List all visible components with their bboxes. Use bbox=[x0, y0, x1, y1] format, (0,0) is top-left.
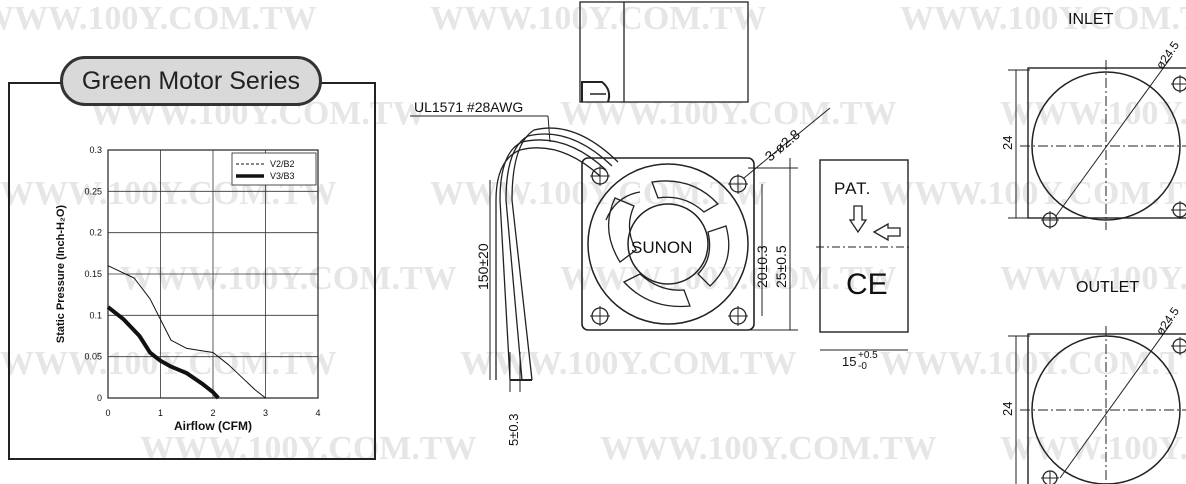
hole-dim: 3-ø2.8 bbox=[762, 126, 803, 164]
fan-size-dim: 25±0.5 bbox=[773, 245, 789, 288]
y-tick-label: 0 bbox=[97, 393, 102, 403]
x-tick-label: 4 bbox=[315, 408, 320, 418]
thickness-tol-upper: +0.5 bbox=[858, 350, 878, 361]
inlet-dia-dim: ø24.5 bbox=[1153, 38, 1182, 71]
outlet-dia-dim: ø24.5 bbox=[1153, 304, 1182, 337]
inlet-circle bbox=[1031, 71, 1181, 221]
fan-hub bbox=[627, 203, 709, 285]
y-axis-label: Static Pressure (Inch-H₂O) bbox=[55, 205, 67, 343]
outlet-label: OUTLET bbox=[1076, 279, 1139, 296]
airflow-arrow-icon bbox=[848, 205, 901, 242]
connector-detail bbox=[581, 81, 611, 103]
inlet-dia-leader bbox=[1055, 55, 1173, 217]
outlet-dia-leader bbox=[1059, 321, 1173, 479]
y-tick-label: 0.1 bbox=[89, 310, 102, 320]
legend-box bbox=[231, 152, 317, 186]
strip-length-dim: 5±0.3 bbox=[506, 414, 521, 446]
inlet-hole-br bbox=[1171, 201, 1186, 219]
pat-label: PAT. bbox=[834, 179, 871, 198]
inlet-label: INLET bbox=[1068, 11, 1114, 28]
legend-label: V3/B3 bbox=[270, 171, 295, 181]
lead-wire-2 bbox=[499, 139, 607, 381]
y-tick-label: 0.25 bbox=[84, 186, 102, 196]
series-line-v3-b3 bbox=[106, 305, 220, 400]
lead-length-dim: 150±20 bbox=[475, 243, 491, 290]
x-tick-label: 0 bbox=[105, 408, 110, 418]
x-tick-label: 1 bbox=[158, 408, 163, 418]
outlet-dim: 24 bbox=[1000, 402, 1015, 416]
wire-spec-leader bbox=[547, 115, 551, 143]
ce-mark: CE bbox=[846, 268, 888, 301]
wire-spec-label: UL1571 #28AWG bbox=[414, 99, 523, 115]
fan-brand: SUNON bbox=[631, 238, 692, 257]
x-tick-label: 3 bbox=[263, 408, 268, 418]
hole-dim-leader bbox=[743, 139, 791, 179]
series-title-badge: Green Motor Series bbox=[60, 56, 322, 106]
outlet-outline bbox=[1027, 333, 1186, 484]
y-tick-label: 0.15 bbox=[84, 269, 102, 279]
thickness-dim: 15 bbox=[842, 354, 856, 369]
connector-outline bbox=[579, 1, 749, 103]
lead-wire-3 bbox=[505, 133, 613, 381]
inlet-dim: 24 bbox=[1000, 136, 1015, 150]
fan-shroud bbox=[587, 163, 749, 325]
inlet-hole-bl bbox=[1041, 211, 1059, 229]
inlet-outline bbox=[1027, 67, 1186, 219]
hole-dim-underline bbox=[785, 107, 831, 145]
fan-blades bbox=[605, 180, 730, 308]
lead-wire-1 bbox=[495, 147, 601, 380]
hole-pitch-dim: 20±0.3 bbox=[754, 245, 770, 288]
series-line-v2-b2 bbox=[107, 265, 266, 399]
outlet-hole-tr bbox=[1171, 337, 1186, 355]
mounting-hole-tr bbox=[728, 174, 748, 194]
y-tick-label: 0.2 bbox=[89, 228, 102, 238]
fan-frame bbox=[581, 157, 755, 331]
mounting-hole-bl bbox=[590, 306, 610, 326]
inlet-hole-tr bbox=[1171, 75, 1186, 93]
legend-label: V2/B2 bbox=[270, 159, 295, 169]
y-tick-label: 0.3 bbox=[89, 145, 102, 155]
series-title: Green Motor Series bbox=[81, 66, 301, 95]
side-view-outline bbox=[819, 159, 909, 333]
lead-wire-4 bbox=[511, 127, 619, 381]
y-tick-label: 0.05 bbox=[84, 352, 102, 362]
outlet-hole-bl bbox=[1041, 470, 1059, 484]
x-axis-label: Airflow (CFM) bbox=[174, 419, 252, 433]
x-tick-label: 2 bbox=[210, 408, 215, 418]
mounting-hole-br bbox=[728, 306, 748, 326]
thickness-tol-lower: -0 bbox=[858, 361, 867, 372]
mounting-hole-tl bbox=[590, 166, 610, 186]
